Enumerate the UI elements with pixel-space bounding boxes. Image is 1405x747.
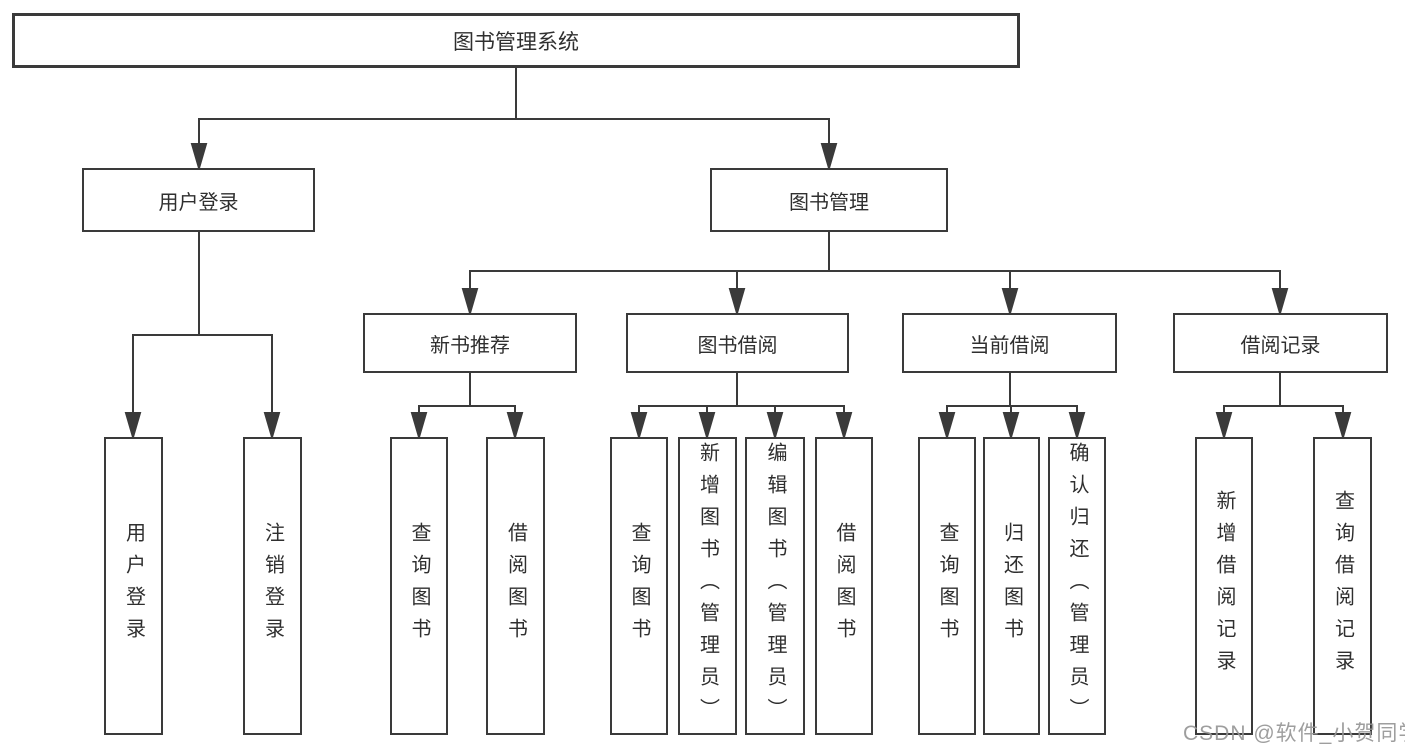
edge-user-login-to-leaves (124, 231, 281, 441)
leaf-return-book: 归还图书 (983, 437, 1040, 735)
leaf-borrow-book-recommend-label: 借阅图书 (504, 522, 527, 650)
leaf-add-book-admin-label: 新增图书（管理员） (696, 442, 719, 730)
leaf-user-login: 用户登录 (104, 437, 163, 735)
leaf-query-book-borrow-label: 查询图书 (628, 522, 650, 650)
node-book-borrow-label: 图书借阅 (697, 334, 778, 357)
node-current-borrow: 当前借阅 (902, 313, 1117, 373)
csdn-watermark: CSDN @软件_小贺同学 (1183, 722, 1405, 745)
leaf-add-borrow-record-label: 新增借阅记录 (1213, 490, 1235, 682)
leaf-query-book-current: 查询图书 (918, 437, 976, 735)
node-library-system-label: 图书管理系统 (453, 30, 579, 54)
leaf-query-borrow-record: 查询借阅记录 (1313, 437, 1372, 735)
leaf-edit-book-admin-label: 编辑图书（管理员） (764, 442, 786, 730)
leaf-query-borrow-record-label: 查询借阅记录 (1331, 490, 1354, 682)
leaf-edit-book-admin: 编辑图书（管理员） (745, 437, 805, 735)
leaf-confirm-return-admin: 确认归还（管理员） (1048, 437, 1106, 735)
leaf-logout: 注销登录 (243, 437, 302, 735)
node-library-system: 图书管理系统 (12, 13, 1020, 68)
node-user-login: 用户登录 (82, 168, 315, 232)
leaf-confirm-return-admin-label: 确认归还（管理员） (1066, 442, 1088, 730)
leaf-borrow-book-label: 借阅图书 (833, 522, 855, 650)
edge-new-book-to-leaves (410, 372, 524, 441)
node-new-book-recommend: 新书推荐 (363, 313, 577, 373)
leaf-query-book-current-label: 查询图书 (936, 522, 958, 650)
edge-root-to-level2 (190, 67, 838, 172)
node-user-login-label: 用户登录 (158, 191, 239, 214)
edge-book-mgmt-to-level3 (461, 231, 1289, 317)
leaf-add-borrow-record: 新增借阅记录 (1195, 437, 1253, 735)
leaf-query-book-recommend: 查询图书 (390, 437, 448, 735)
edge-borrow-records-to-leaves (1215, 372, 1352, 441)
node-book-management: 图书管理 (710, 168, 948, 232)
leaf-query-book-recommend-label: 查询图书 (408, 522, 430, 650)
leaf-user-login-label: 用户登录 (122, 522, 145, 650)
node-borrow-records-label: 借阅记录 (1240, 334, 1321, 357)
leaf-add-book-admin: 新增图书（管理员） (678, 437, 737, 735)
node-book-management-label: 图书管理 (789, 191, 869, 214)
leaf-borrow-book: 借阅图书 (815, 437, 873, 735)
edge-current-borrow-to-leaves (938, 372, 1086, 441)
leaf-return-book-label: 归还图书 (1000, 522, 1023, 650)
node-current-borrow-label: 当前借阅 (969, 334, 1050, 357)
leaf-logout-label: 注销登录 (261, 522, 284, 650)
node-book-borrow: 图书借阅 (626, 313, 849, 373)
leaf-query-book-borrow: 查询图书 (610, 437, 668, 735)
node-borrow-records: 借阅记录 (1173, 313, 1388, 373)
leaf-borrow-book-recommend: 借阅图书 (486, 437, 545, 735)
node-new-book-recommend-label: 新书推荐 (430, 334, 510, 357)
edge-book-borrow-to-leaves (630, 372, 853, 441)
